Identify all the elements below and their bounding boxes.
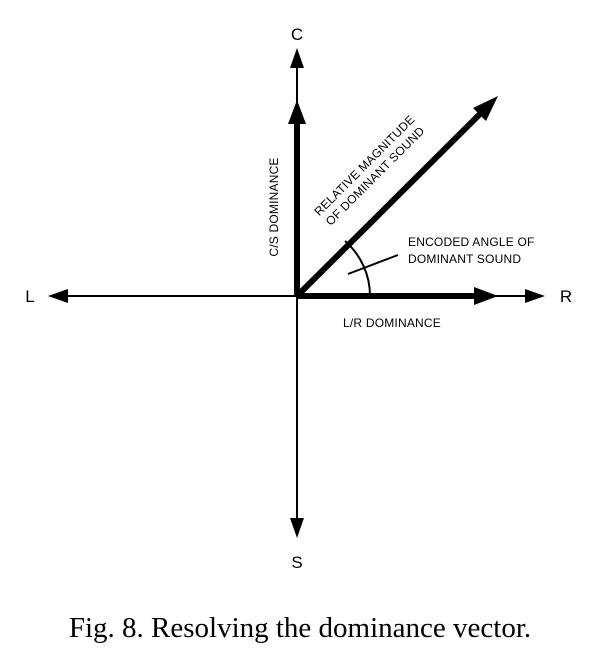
dominance-vector bbox=[294, 109, 485, 299]
magnitude-label: RELATIVE MAGNITUDE OF DOMINANT SOUND bbox=[311, 112, 428, 229]
angle-label-line2: DOMINANT SOUND bbox=[408, 252, 521, 266]
cs-dominance-arrowhead bbox=[288, 100, 306, 124]
axis-label-r: R bbox=[560, 287, 572, 306]
dominance-vector-arrowhead bbox=[473, 96, 498, 121]
dominance-vector-diagram: C S L R C/S DOMINANCE L/R DOMINANCE RELA… bbox=[25, 25, 572, 572]
top-arrowhead bbox=[290, 48, 304, 68]
bottom-arrowhead bbox=[290, 518, 304, 538]
magnitude-label-line1: RELATIVE MAGNITUDE bbox=[311, 112, 417, 218]
angle-arc bbox=[344, 240, 371, 297]
right-arrowhead bbox=[525, 289, 545, 303]
angle-label-line1: ENCODED ANGLE OF bbox=[408, 235, 535, 249]
magnitude-label-line2: OF DOMINANT SOUND bbox=[323, 124, 428, 229]
figure-caption: Fig. 8. Resolving the dominance vector. bbox=[68, 612, 532, 644]
left-arrowhead bbox=[48, 289, 68, 303]
angle-pointer bbox=[347, 254, 399, 275]
lr-dominance-arrowhead bbox=[474, 287, 498, 305]
axis-label-c: C bbox=[291, 25, 303, 44]
lr-dominance-label: L/R DOMINANCE bbox=[343, 316, 441, 330]
cs-dominance-label: C/S DOMINANCE bbox=[267, 157, 281, 256]
axis-label-s: S bbox=[291, 553, 302, 572]
axis-label-l: L bbox=[25, 287, 34, 306]
